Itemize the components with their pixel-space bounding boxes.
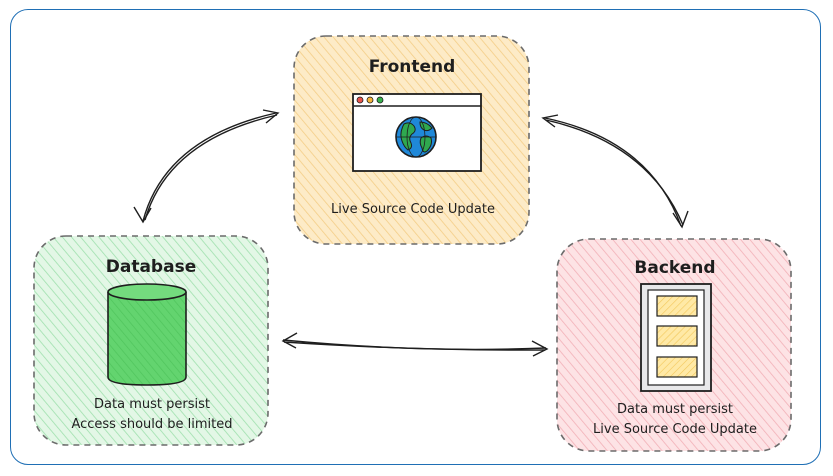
server-rack-icon xyxy=(640,283,712,392)
frontend-title: Frontend xyxy=(369,57,456,77)
database-caption-line1: Data must persist xyxy=(94,397,210,412)
browser-globe-icon xyxy=(352,93,482,172)
arrow-database-backend xyxy=(281,332,549,357)
frontend-caption: Live Source Code Update xyxy=(331,202,495,217)
backend-title: Backend xyxy=(634,258,715,278)
database-caption-line2: Access should be limited xyxy=(71,417,232,432)
database-title: Database xyxy=(106,257,196,277)
backend-caption-line1: Data must persist xyxy=(617,402,733,417)
backend-node[interactable]: Backend Data must persist Live Source Co… xyxy=(556,238,792,452)
database-cylinder-icon xyxy=(107,283,187,386)
database-node[interactable]: Database Data must persist Access should… xyxy=(33,235,269,446)
backend-caption-line2: Live Source Code Update xyxy=(593,422,757,437)
arrow-frontend-backend xyxy=(541,114,689,229)
arrow-database-frontend xyxy=(133,109,280,224)
frontend-node[interactable]: Frontend Live Source Code Update xyxy=(293,35,530,245)
outer-frame xyxy=(10,9,821,465)
